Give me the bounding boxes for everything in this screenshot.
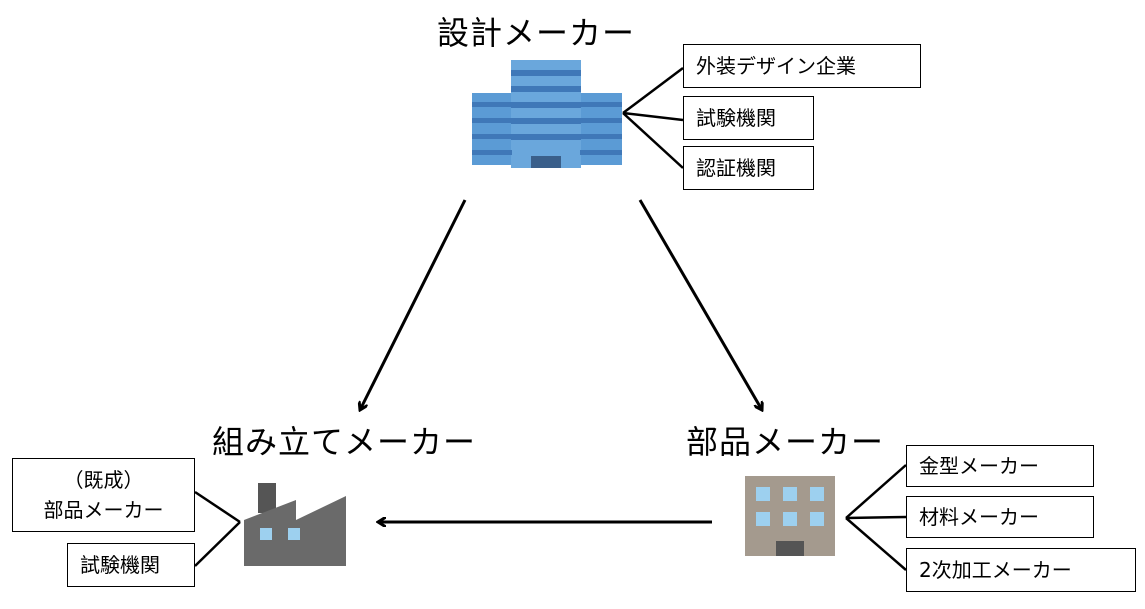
existing-parts-line1: （既成） [63,468,144,492]
small-building-icon [745,476,835,556]
office-building-icon [472,60,622,168]
existing-parts-line2: 部品メーカー [43,498,164,522]
parts-connectors [845,464,907,571]
assembly-maker-title: 組み立てメーカー [212,423,477,461]
design-partner-certification: 認証機関 [683,146,814,190]
factory-icon [244,483,346,566]
parts-partner-material-maker: 材料メーカー [906,496,1094,538]
parts-partner-secondary-processing: 2次加工メーカー [906,548,1136,592]
design-connectors [622,67,684,169]
parts-partner-mold-maker: 金型メーカー [906,445,1094,487]
design-partner-testing-lab: 試験機関 [683,96,814,140]
design-maker-title: 設計メーカー [437,14,636,52]
arrow-design-to-parts [638,199,762,410]
design-partner-exterior-design: 外装デザイン企業 [683,44,921,88]
arrow-design-to-assembly [360,199,467,410]
assembly-partner-testing-lab: 試験機関 [67,543,195,587]
parts-maker-title: 部品メーカー [686,423,885,461]
assembly-partner-existing-parts: （既成） 部品メーカー [12,458,195,532]
assembly-connectors [194,490,241,567]
